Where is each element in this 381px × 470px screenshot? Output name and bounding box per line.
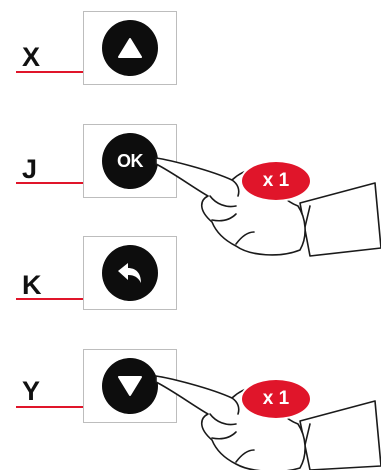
down-arrow-icon <box>118 376 142 396</box>
back-arrow-icon <box>118 263 141 283</box>
back-button[interactable] <box>102 245 158 301</box>
up-arrow-icon <box>118 38 142 58</box>
key-label-k: K <box>22 270 42 300</box>
key-row-j: J OK x 1 <box>0 122 381 257</box>
key-label-y: Y <box>22 376 41 406</box>
key-row-y: Y x 1 <box>0 344 381 470</box>
key-row-x: X <box>0 8 381 88</box>
key-frame-down <box>83 349 177 423</box>
leader-line-k <box>16 298 86 300</box>
up-button[interactable] <box>102 20 158 76</box>
key-frame-up <box>83 11 177 85</box>
down-button[interactable] <box>102 358 158 414</box>
press-count-badge-down: x 1 <box>240 378 312 420</box>
ok-button-label: OK <box>117 150 144 171</box>
key-row-k: K <box>0 236 381 316</box>
key-frame-back <box>83 236 177 310</box>
press-count-badge-ok: x 1 <box>240 160 312 202</box>
ok-button[interactable]: OK <box>102 133 158 189</box>
leader-line-j <box>16 182 86 184</box>
key-label-x: X <box>22 42 41 72</box>
leader-line-x <box>16 71 86 73</box>
leader-line-y <box>16 406 86 408</box>
key-label-j: J <box>22 154 38 184</box>
